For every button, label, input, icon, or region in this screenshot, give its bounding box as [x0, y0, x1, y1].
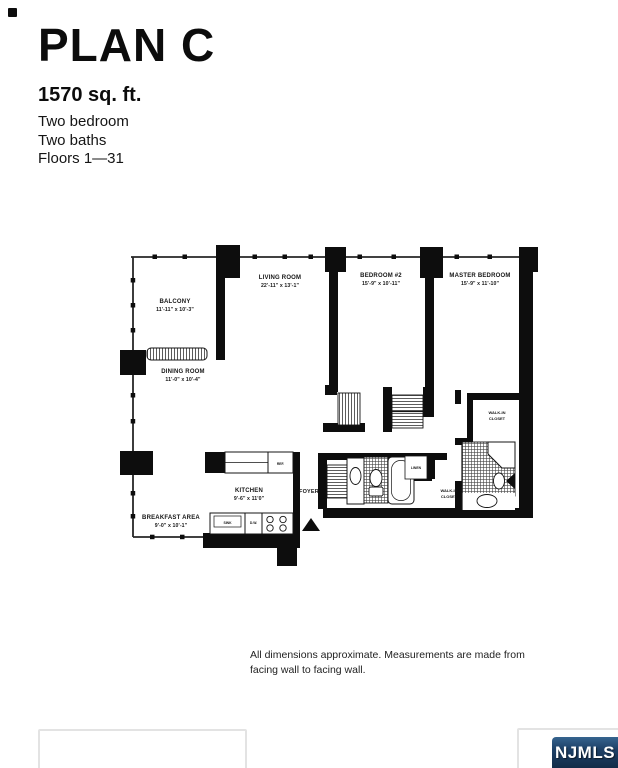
room-label-living: LIVING ROOM: [259, 275, 302, 281]
closet-label-upper-2: CLOSET: [489, 416, 506, 421]
bottom-card-left: [38, 729, 247, 768]
hall-closets: [326, 392, 424, 499]
room-labels: BALCONY 11'-11" x 10'-3" LIVING ROOM 22'…: [142, 273, 510, 529]
scan-artifact-square: [8, 8, 17, 17]
linen-closet: [404, 455, 428, 480]
room-label-foyer: FOYER: [299, 489, 319, 495]
room-dims-living: 22'-11" x 13'-1": [261, 283, 300, 289]
room-dims-dining: 11'-0" x 10'-4": [165, 377, 201, 383]
room-label-dining: DINING ROOM: [161, 369, 205, 375]
shower-icon: [487, 441, 516, 469]
wall-segments: [120, 245, 538, 566]
room-dims-master: 15'-9" x 11'-10": [461, 281, 500, 287]
njmls-logo: NJMLS: [552, 737, 618, 768]
room-dims-balcony: 11'-11" x 10'-3": [156, 307, 194, 313]
detail-floors: Floors 1—31: [38, 150, 124, 167]
room-label-kitchen: KITCHEN: [235, 488, 263, 494]
closet-label-lower-2: CLOSET: [441, 494, 458, 499]
dishwasher-label: D.W.: [250, 521, 257, 525]
page-title: PLAN C: [38, 19, 216, 71]
entry-door-marker: [302, 518, 320, 531]
room-label-breakfast: BREAKFAST AREA: [142, 515, 200, 521]
room-dims-bedroom2: 15'-9" x 10'-11": [362, 281, 401, 287]
disclaimer-text: All dimensions approximate. Measurements…: [250, 648, 530, 677]
dining-railing: [146, 347, 208, 361]
toilet-icon: [369, 469, 383, 487]
ref-label: REF.: [277, 462, 284, 466]
window-ticks: [130, 254, 492, 540]
room-dims-breakfast: 9'-0" x 10'-1": [155, 523, 188, 529]
room-label-bedroom2: BEDROOM #2: [360, 273, 402, 279]
floor-plan: REF. SINK D.W.: [110, 235, 560, 575]
floor-plan-drawing: REF. SINK D.W.: [120, 245, 538, 566]
square-footage: 1570 sq. ft.: [38, 84, 142, 106]
disclaimer-line-1: All dimensions approximate. Measurements…: [250, 649, 525, 661]
room-dims-kitchen: 9'-6" x 11'0": [234, 496, 265, 502]
toilet-icon: [493, 472, 505, 490]
detail-bedrooms: Two bedroom: [38, 113, 129, 130]
disclaimer-line-2: facing wall to facing wall.: [250, 663, 366, 676]
sink-icon: [476, 494, 498, 508]
kitchen-fixtures: REF. SINK D.W.: [209, 451, 294, 535]
room-label-balcony: BALCONY: [159, 299, 190, 305]
stove-burners-icon: [266, 515, 287, 532]
master-bathroom: [461, 441, 516, 510]
room-label-master: MASTER BEDROOM: [449, 273, 510, 279]
main-bathroom: [346, 456, 415, 505]
plan-details: Two bedroom Two baths Floors 1—31: [38, 113, 129, 169]
closet-label-upper-1: WALK-IN: [488, 410, 505, 415]
sink-label: SINK: [223, 521, 232, 525]
closet-label-lower-1: WALK-IN: [440, 488, 457, 493]
detail-baths: Two baths: [38, 131, 107, 149]
linen-label: LINEN: [411, 466, 422, 470]
